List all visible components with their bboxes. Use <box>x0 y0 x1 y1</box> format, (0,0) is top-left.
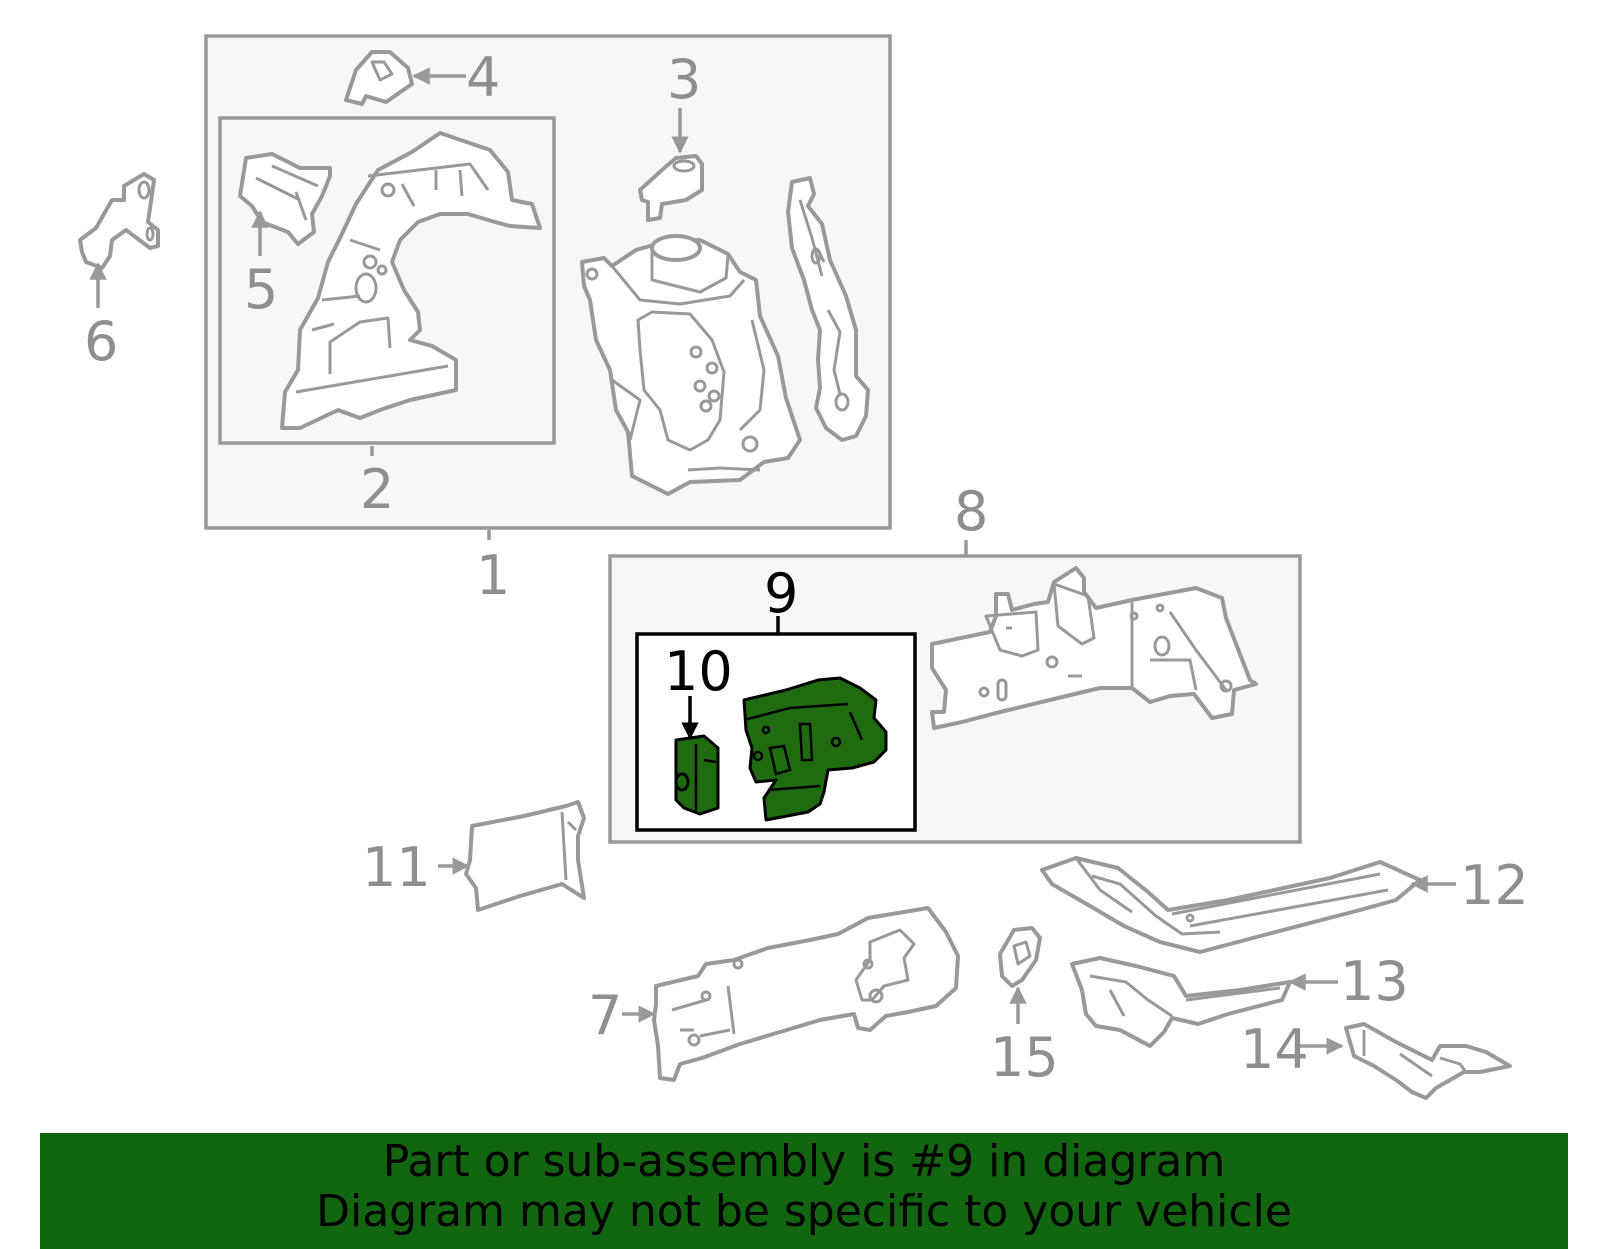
notice-line-1: Part or sub-assembly is #9 in diagram <box>382 1136 1226 1187</box>
callout-8: 8 <box>954 480 988 543</box>
callout-3: 3 <box>667 48 701 111</box>
callout-14: 14 <box>1240 1018 1309 1081</box>
callout-11: 11 <box>362 836 431 899</box>
part-3-bracket <box>638 154 704 222</box>
part-10-highlighted <box>674 734 720 816</box>
callout-7: 7 <box>588 984 622 1047</box>
callout-4: 4 <box>466 46 500 109</box>
notice-banner: Part or sub-assembly is #9 in diagram Di… <box>40 1133 1568 1249</box>
part-pillar-bracket <box>786 176 870 442</box>
callout-12: 12 <box>1460 854 1529 917</box>
part-14-rail <box>1344 1022 1512 1100</box>
callout-6: 6 <box>84 310 118 373</box>
part-9-highlighted <box>742 676 888 822</box>
callout-leaders <box>89 67 1456 1055</box>
callout-15: 15 <box>990 1026 1059 1089</box>
callout-2: 2 <box>360 458 394 521</box>
part-15-plate <box>998 926 1042 988</box>
callout-13: 13 <box>1340 950 1409 1013</box>
part-7-rail <box>652 906 960 1082</box>
callout-1: 1 <box>476 544 510 607</box>
part-4-bracket <box>344 50 414 106</box>
callout-10: 10 <box>664 640 733 703</box>
callout-9: 9 <box>764 562 798 625</box>
part-13-rail <box>1070 956 1292 1048</box>
callout-5: 5 <box>244 258 278 321</box>
part-frame-rail <box>930 566 1258 730</box>
notice-line-2: Diagram may not be specific to your vehi… <box>316 1186 1292 1237</box>
part-apron-tower <box>580 234 802 496</box>
part-6-bracket <box>78 172 160 270</box>
part-2-wheelhouse <box>280 131 542 430</box>
part-12-rail <box>1040 856 1422 954</box>
part-11-panel <box>464 800 586 912</box>
